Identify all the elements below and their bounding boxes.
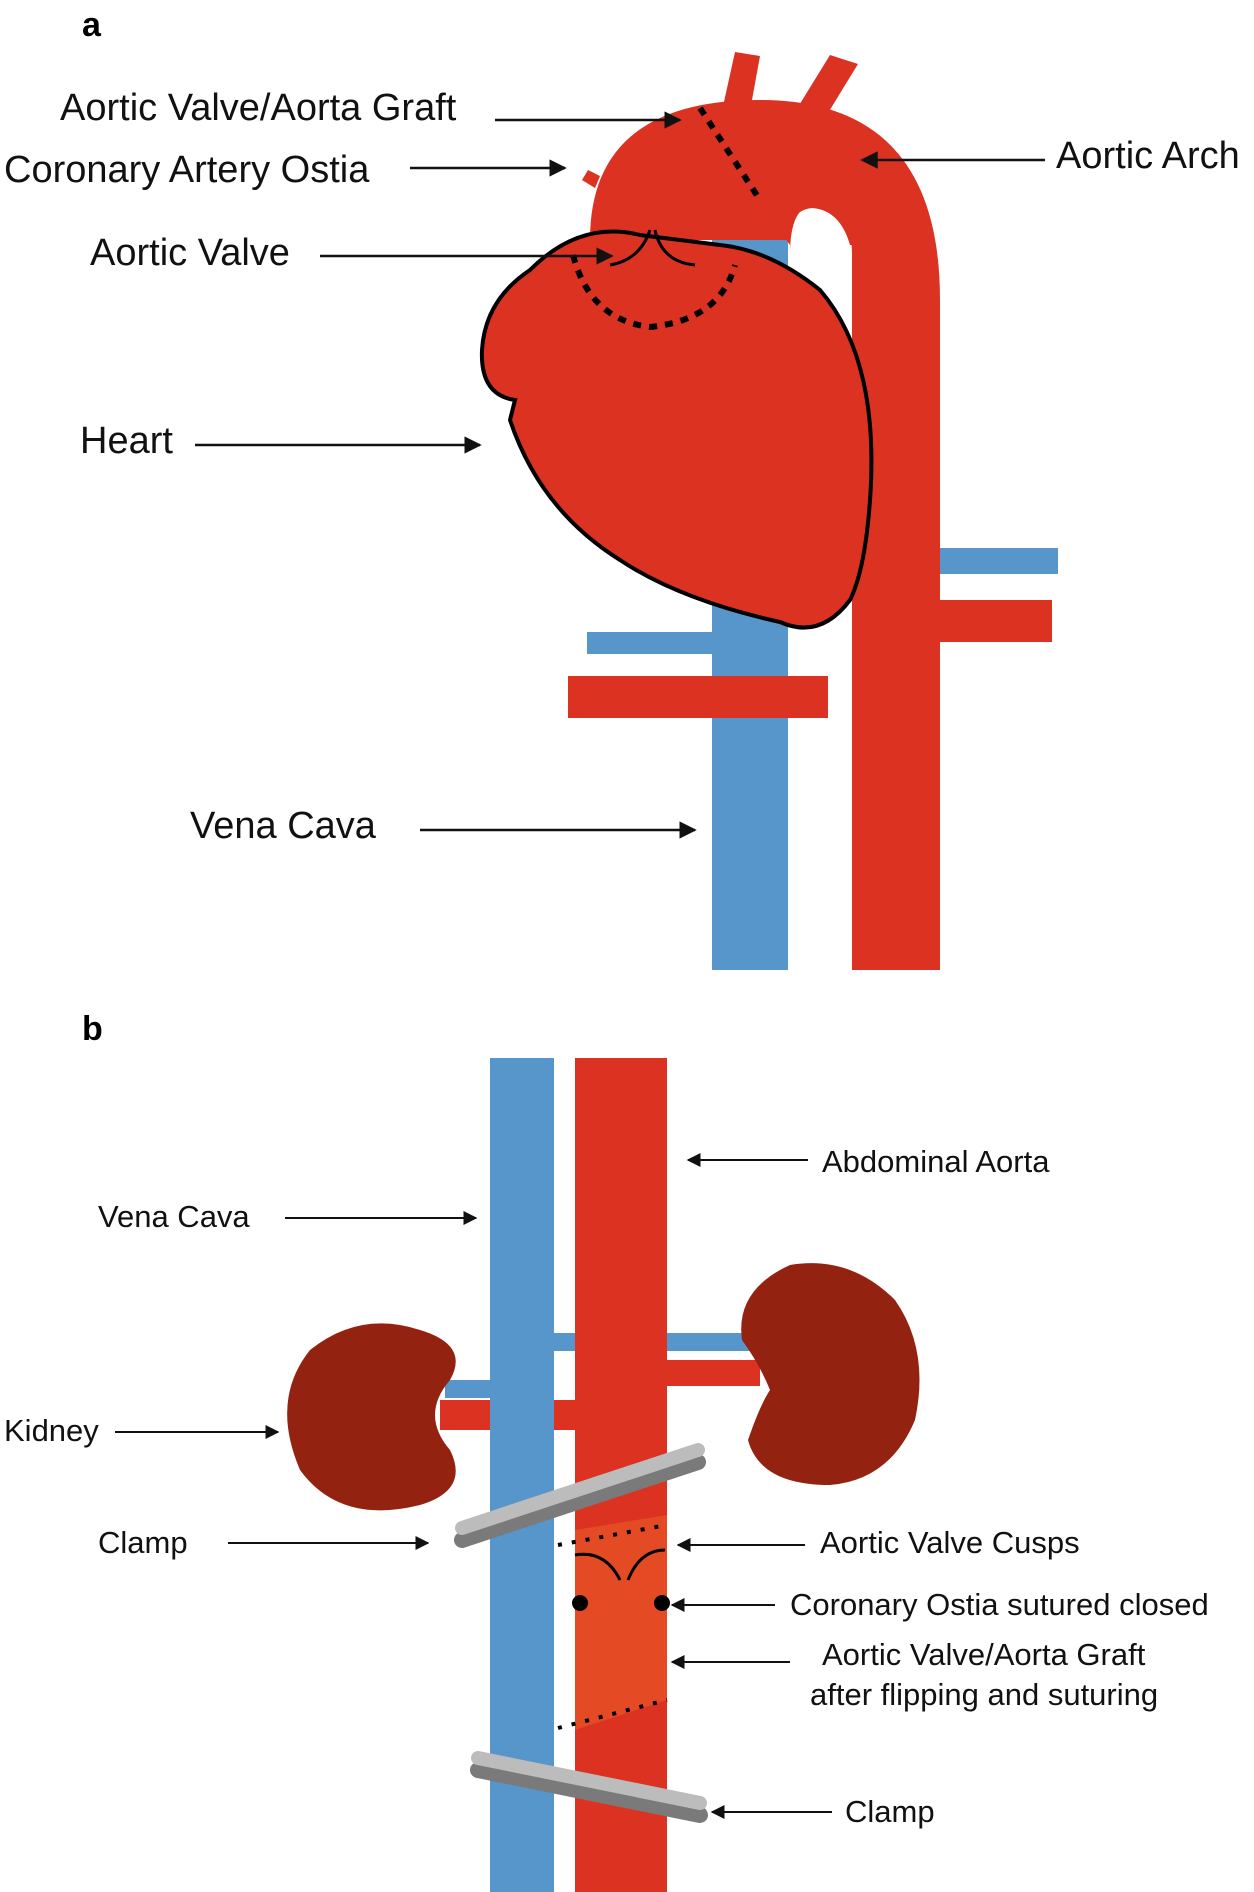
label-clamp-top: Clamp bbox=[98, 1525, 188, 1560]
clamp-top bbox=[455, 1443, 705, 1535]
graft-b bbox=[575, 1515, 667, 1730]
label-coronary-ostia-sutured: Coronary Ostia sutured closed bbox=[790, 1587, 1209, 1622]
label-abdominal-aorta: Abdominal Aorta bbox=[822, 1144, 1050, 1179]
clamp-bottom bbox=[471, 1751, 707, 1810]
label-graft-line1: Aortic Valve/Aorta Graft bbox=[822, 1637, 1146, 1672]
label-aortic-valve-cusps: Aortic Valve Cusps bbox=[820, 1525, 1080, 1560]
kidney-right bbox=[741, 1263, 920, 1485]
label-vena-cava-b: Vena Cava bbox=[98, 1199, 250, 1234]
label-aortic-valve-aorta-graft: Aortic Valve/Aorta Graft bbox=[60, 87, 457, 129]
vena-cava-b bbox=[490, 1058, 554, 1892]
label-clamp-bottom: Clamp bbox=[845, 1794, 935, 1829]
aorta-a bbox=[568, 52, 1058, 970]
panel-a: a bbox=[4, 6, 1240, 970]
label-aortic-arch: Aortic Arch bbox=[1056, 135, 1240, 177]
label-aortic-valve: Aortic Valve bbox=[90, 232, 290, 274]
heart-shape bbox=[479, 106, 874, 630]
label-heart: Heart bbox=[80, 420, 173, 462]
label-graft-line2: after flipping and suturing bbox=[810, 1677, 1158, 1712]
label-kidney: Kidney bbox=[4, 1413, 99, 1448]
panel-b-letter: b bbox=[82, 1010, 103, 1048]
panel-b: b Abdominal Aorta Vena Cava Kidney bbox=[4, 1010, 1209, 1892]
label-vena-cava-a: Vena Cava bbox=[190, 805, 377, 847]
label-coronary-artery-ostia: Coronary Artery Ostia bbox=[4, 149, 370, 191]
kidney-left bbox=[287, 1323, 456, 1511]
panel-a-letter: a bbox=[82, 6, 102, 44]
